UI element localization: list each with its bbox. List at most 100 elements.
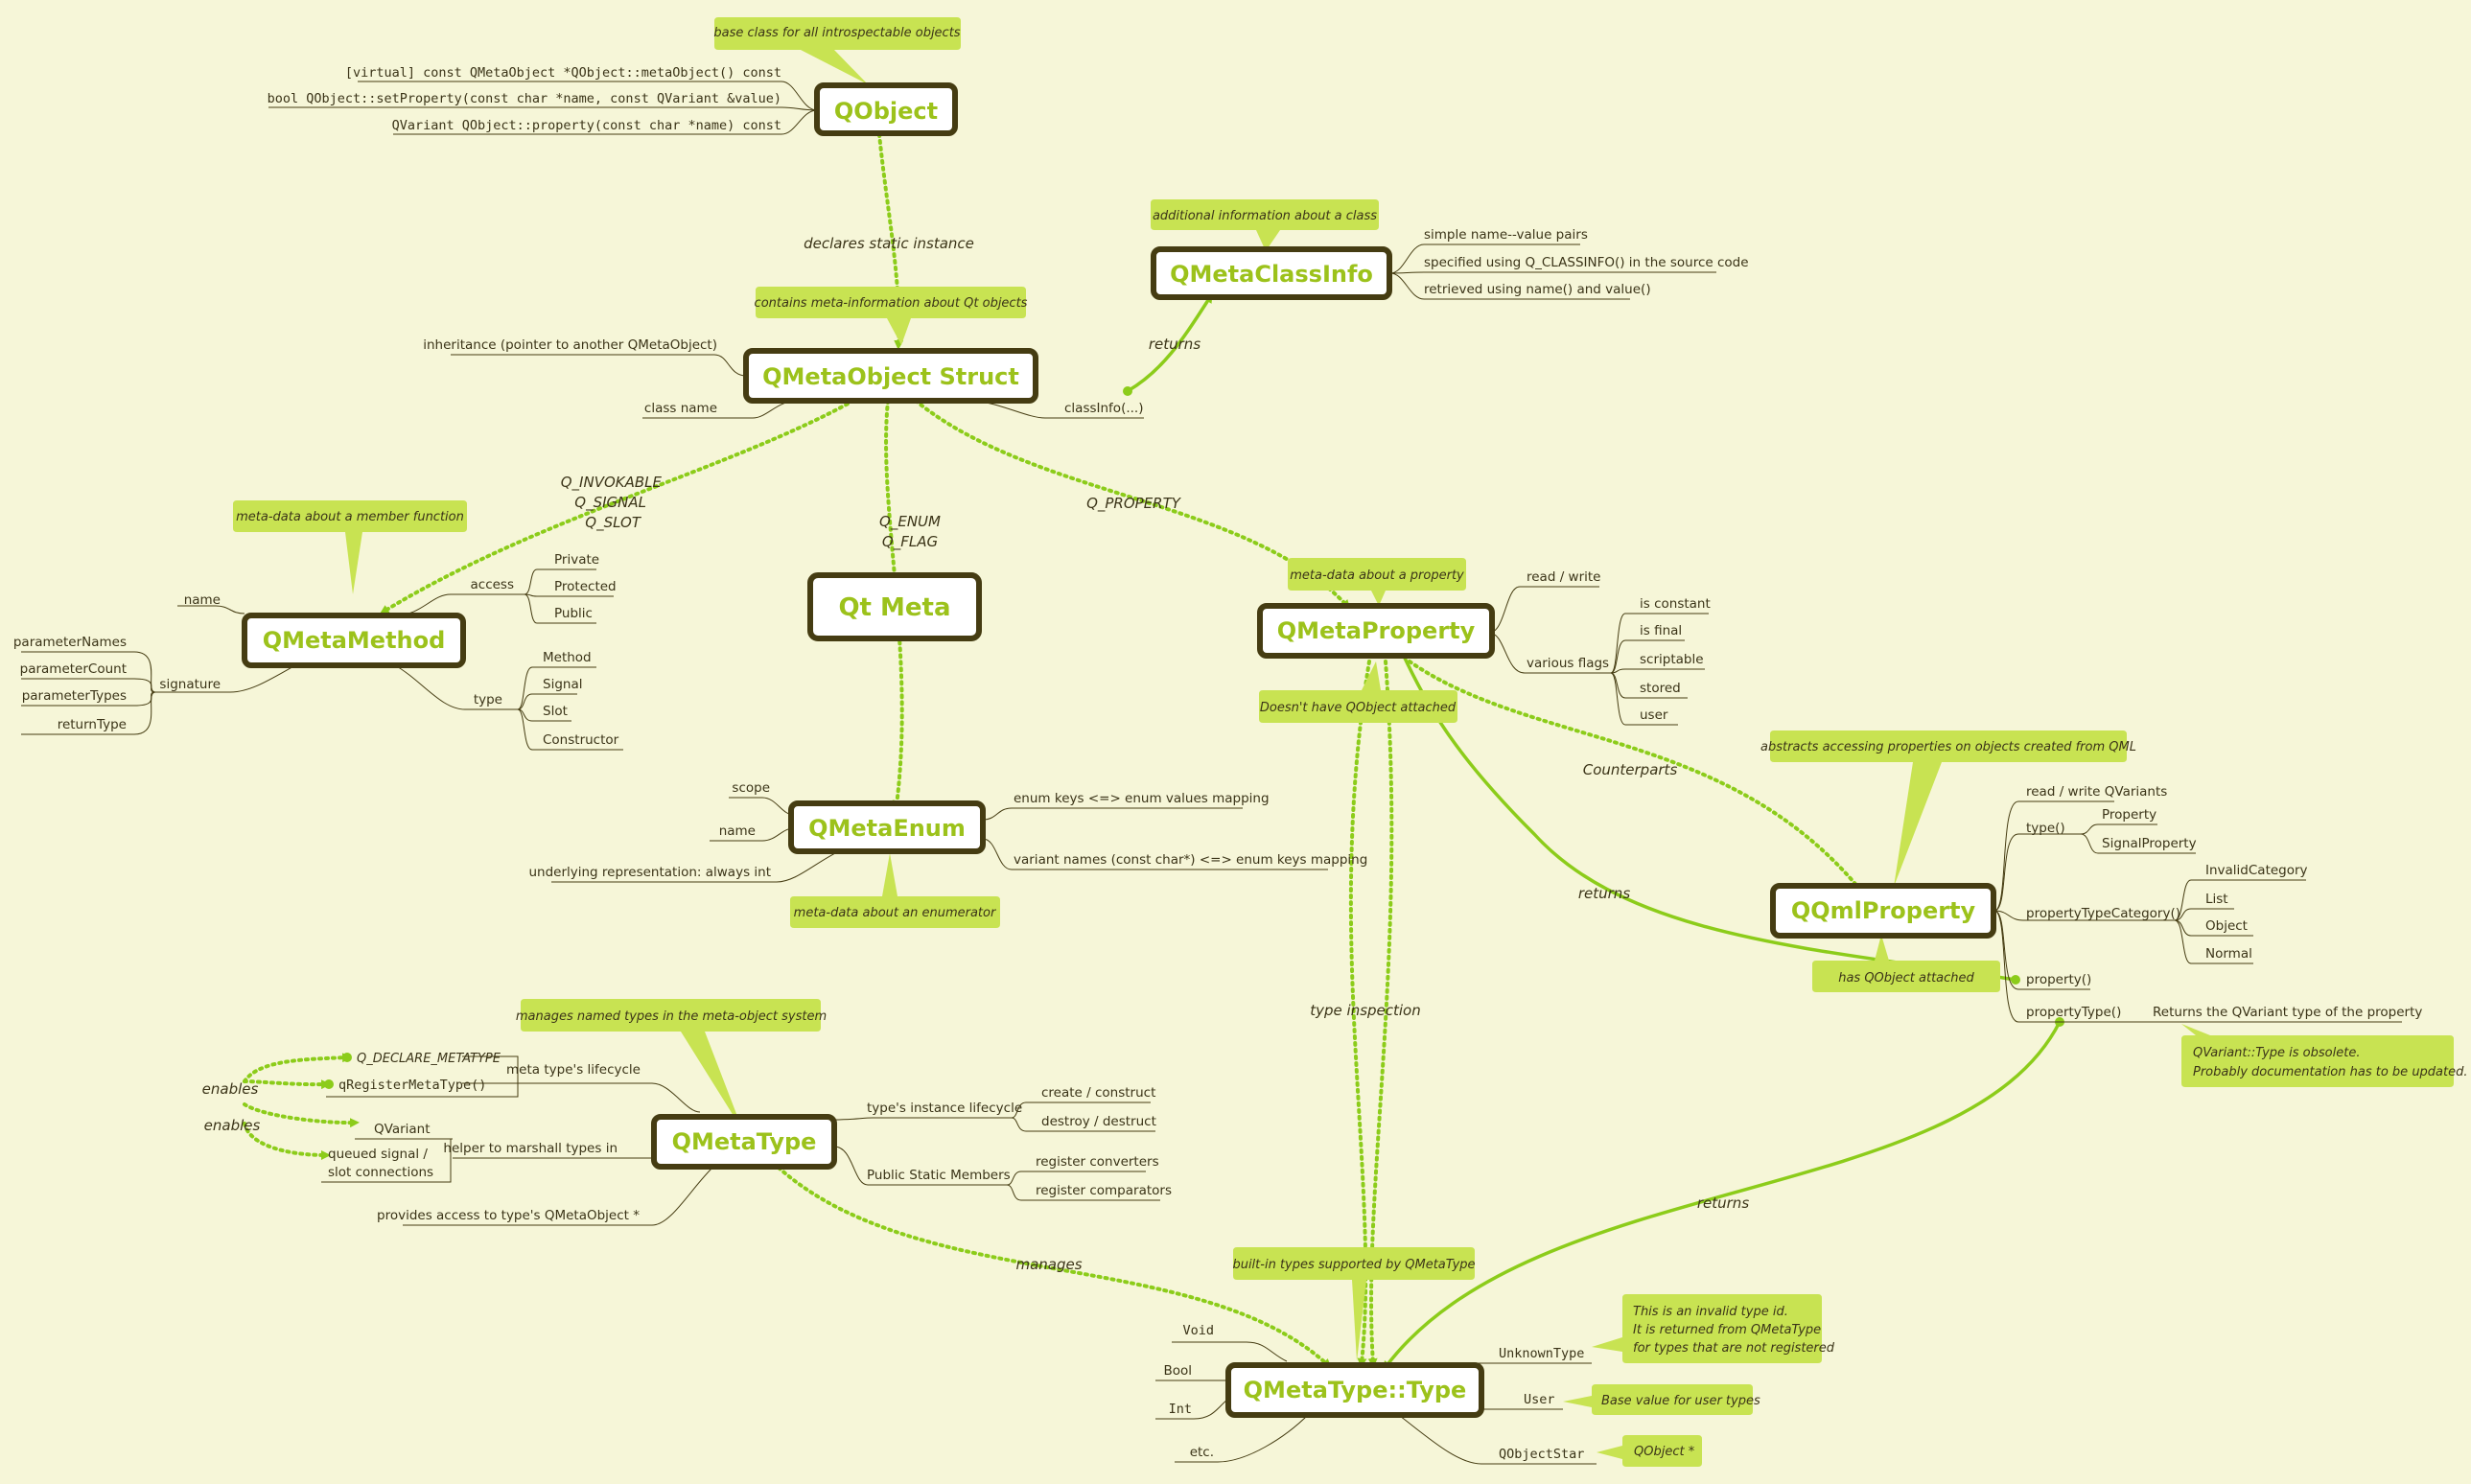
access-item: Public	[554, 606, 593, 621]
edge-returns-property: returns	[1578, 885, 1630, 902]
callout-classinfo: additional information about a class	[1153, 209, 1377, 223]
callout-obsolete: Probably documentation has to be updated…	[2193, 1065, 2468, 1079]
node-qt-meta[interactable]: Qt Meta	[838, 593, 950, 622]
signature-item: parameterTypes	[22, 688, 127, 704]
callout-method: meta-data about a member function	[236, 510, 464, 524]
edge-q-enum: Q_ENUM	[879, 513, 941, 531]
type-item: Method	[543, 650, 592, 665]
property-readwrite: read / write	[1527, 569, 1600, 585]
qqmlproperty-branch: read / write QVariants type() Property S…	[1760, 730, 2468, 1087]
edge-returns-classinfo: returns	[1149, 336, 1201, 353]
qml-type-item: Property	[2102, 807, 2156, 823]
qmetaproperty-branch: read / write various flags is constant i…	[1257, 558, 1711, 726]
metatype-marshall: helper to marshall types in	[443, 1141, 618, 1156]
edge-q-signal: Q_SIGNAL	[574, 494, 646, 512]
metatype-declare: Q_DECLARE_METATYPE	[357, 1052, 501, 1066]
access-item: Private	[554, 552, 599, 568]
category-item: Object	[2205, 918, 2248, 934]
type-item: Slot	[543, 704, 568, 719]
node-qobject[interactable]: QObject	[834, 98, 938, 125]
callout-user: Base value for user types	[1601, 1394, 1760, 1408]
node-qmetatype[interactable]: QMetaType	[672, 1128, 817, 1155]
callout-enum: meta-data about an enumerator	[794, 906, 997, 920]
node-qmetaproperty[interactable]: QMetaProperty	[1277, 617, 1476, 644]
type-qobjectstar: QObjectStar	[1499, 1447, 1584, 1462]
flag-item: user	[1640, 707, 1668, 723]
qmetamethod-branch: name access Private Protected Public sig…	[13, 500, 623, 751]
qobject-member-metaobject: [virtual] const QMetaObject *QObject::me…	[345, 65, 781, 81]
type-bool: Bool	[1163, 1363, 1192, 1379]
classinfo-item: specified using Q_CLASSINFO() in the sou…	[1424, 255, 1749, 270]
metatype-queued: slot connections	[328, 1165, 433, 1180]
callout-qobject: base class for all introspectable object…	[713, 26, 960, 40]
callout-metaobject: contains meta-information about Qt objec…	[755, 296, 1028, 311]
node-qmetatype-type[interactable]: QMetaType::Type	[1244, 1377, 1467, 1403]
node-qmetamethod[interactable]: QMetaMethod	[263, 627, 446, 654]
qml-type: type()	[2026, 821, 2065, 836]
flag-item: is constant	[1640, 596, 1711, 612]
qmetaobject-branch: inheritance (pointer to another QMetaObj…	[423, 287, 1144, 419]
type-item: Signal	[543, 677, 582, 692]
method-name: name	[184, 592, 221, 608]
method-type: type	[474, 692, 502, 707]
enum-keys: enum keys <=> enum values mapping	[1014, 791, 1270, 806]
node-qqmlproperty[interactable]: QQmlProperty	[1791, 897, 1976, 924]
flag-item: scriptable	[1640, 652, 1704, 667]
metaobject-inheritance: inheritance (pointer to another QMetaObj…	[423, 337, 717, 353]
qobject-member-setproperty: bool QObject::setProperty(const char *na…	[268, 91, 781, 106]
type-int: Int	[1169, 1402, 1192, 1417]
edge-counterparts: Counterparts	[1583, 761, 1678, 778]
static-item: register converters	[1036, 1154, 1159, 1170]
qml-property: property()	[2026, 972, 2091, 987]
metatype-qvariant: QVariant	[374, 1122, 431, 1137]
qml-propertytype: propertyType()	[2026, 1005, 2121, 1020]
qml-category: propertyTypeCategory()	[2026, 906, 2180, 921]
method-access: access	[471, 577, 515, 592]
callout-invalid: for types that are not registered	[1633, 1341, 1835, 1356]
enum-name: name	[719, 823, 756, 839]
callout-builtin: built-in types supported by QMetaType	[1232, 1258, 1475, 1272]
metatype-lifecycle: meta type's lifecycle	[506, 1062, 641, 1078]
category-item: List	[2205, 892, 2228, 907]
node-qmetaobject-struct[interactable]: QMetaObject Struct	[762, 363, 1019, 390]
flag-item: stored	[1640, 681, 1681, 696]
edge-type-inspection: type inspection	[1310, 1002, 1421, 1019]
instance-item: destroy / destruct	[1041, 1114, 1156, 1129]
qml-type-item: SignalProperty	[2102, 836, 2197, 851]
callout-invalid: It is returned from QMetaType	[1633, 1323, 1821, 1337]
edge-manages: manages	[1015, 1256, 1082, 1273]
static-item: register comparators	[1036, 1183, 1172, 1198]
qtmeta-node: Qt Meta	[807, 572, 982, 641]
type-item: Constructor	[543, 732, 619, 748]
signature-item: parameterCount	[20, 661, 127, 677]
node-qmetaenum[interactable]: QMetaEnum	[808, 815, 966, 842]
category-item: Normal	[2205, 946, 2252, 962]
metatype-provides: provides access to type's QMetaObject *	[377, 1208, 640, 1223]
type-user: User	[1524, 1392, 1555, 1407]
qmetaenum-branch: scope name underlying representation: al…	[528, 780, 1367, 928]
classinfo-item: retrieved using name() and value()	[1424, 282, 1651, 297]
qml-readwrite: read / write QVariants	[2026, 784, 2167, 800]
type-unknown: UnknownType	[1499, 1346, 1584, 1361]
property-flags: various flags	[1527, 656, 1609, 671]
callout-invalid: This is an invalid type id.	[1633, 1305, 1788, 1319]
qmetatypetype-branch: Void Bool Int etc. UnknownType User QObj…	[1155, 1247, 1835, 1467]
callout-property-noqobject: Doesn't have QObject attached	[1260, 701, 1457, 715]
edge-q-property: Q_PROPERTY	[1086, 495, 1182, 513]
callout-metatype: manages named types in the meta-object s…	[516, 1009, 827, 1024]
edge-returns-type: returns	[1697, 1194, 1749, 1212]
classinfo-item: simple name--value pairs	[1424, 227, 1588, 243]
metatype-instance: type's instance lifecycle	[867, 1101, 1022, 1116]
callout-property: meta-data about a property	[1290, 568, 1464, 583]
qmetaclassinfo-branch: simple name--value pairs specified using…	[1151, 199, 1749, 300]
instance-item: create / construct	[1041, 1085, 1155, 1101]
edge-q-slot: Q_SLOT	[585, 514, 642, 532]
edge-q-flag: Q_FLAG	[882, 533, 938, 551]
category-item: InvalidCategory	[2205, 863, 2308, 878]
edge-enables: enables	[204, 1117, 261, 1134]
node-qmetaclassinfo[interactable]: QMetaClassInfo	[1170, 261, 1373, 288]
edge-declares-static-instance: declares static instance	[804, 235, 974, 252]
enum-underlying: underlying representation: always int	[528, 865, 771, 880]
callout-qml-hasqobject: has QObject attached	[1838, 971, 1974, 985]
